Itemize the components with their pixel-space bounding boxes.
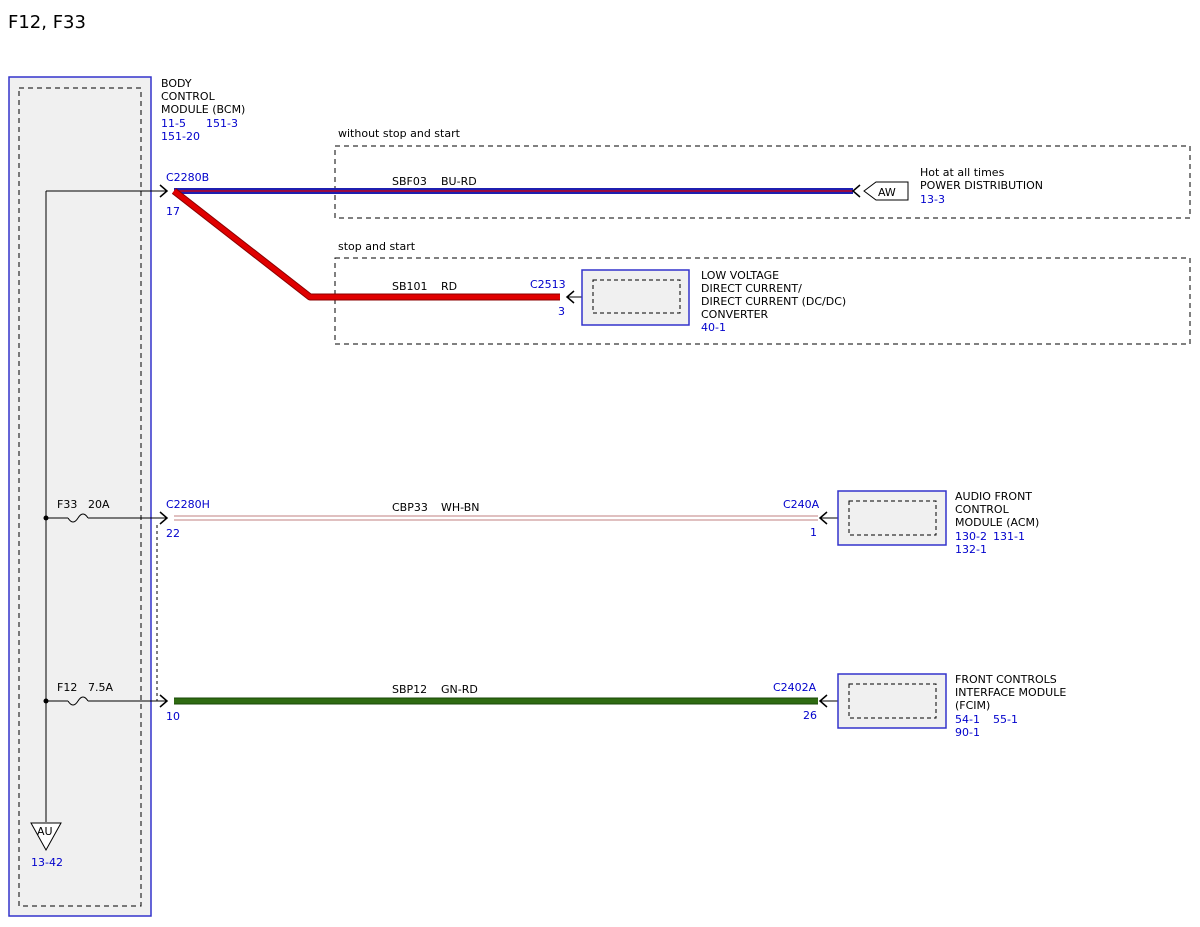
section-box-without-stop-start xyxy=(334,145,1191,219)
c2280-pin-10: 10 xyxy=(166,710,180,723)
section-box-stop-start xyxy=(334,257,1191,345)
sbp12-circuit-label: SBP12 xyxy=(392,683,427,696)
connector-arrow-icon xyxy=(159,184,169,198)
c2280h-pin: 22 xyxy=(166,527,180,540)
aw-desc-line: POWER DISTRIBUTION xyxy=(920,179,1043,192)
fcim-ref[interactable]: 90-1 xyxy=(955,726,980,739)
acm-internal-boundary xyxy=(848,500,937,536)
sb101-color-label: RD xyxy=(441,280,457,293)
c240a-pin: 1 xyxy=(810,526,817,539)
c2513-connector-label[interactable]: C2513 xyxy=(530,278,566,291)
au-badge: AU xyxy=(37,825,53,838)
dcdc-internal-boundary xyxy=(592,279,681,314)
fuse-f12-label: F12 xyxy=(57,681,77,694)
bcm-ref[interactable]: 151-20 xyxy=(161,130,200,143)
bcm-ref[interactable]: 151-3 xyxy=(206,117,238,130)
bcm-name-line: MODULE (BCM) xyxy=(161,103,245,116)
fcim-name-line: FRONT CONTROLS xyxy=(955,673,1057,686)
fuse-f12-rating: 7.5A xyxy=(88,681,113,694)
bcm-label: BODY CONTROL MODULE (BCM) 11-5 151-3 151… xyxy=(161,77,245,143)
dcdc-module-box xyxy=(581,269,690,326)
dcdc-name-line: DIRECT CURRENT (DC/DC) xyxy=(701,295,846,308)
aw-badge: AW xyxy=(878,186,896,199)
fcim-internal-boundary xyxy=(848,683,937,719)
sbf03-color-label: BU-RD xyxy=(441,175,477,188)
cbp33-color-label: WH-BN xyxy=(441,501,480,514)
acm-name-line: MODULE (ACM) xyxy=(955,516,1039,529)
bcm-name-line: CONTROL xyxy=(161,90,216,103)
c2280b-pin: 17 xyxy=(166,205,180,218)
splice-dot xyxy=(43,698,49,704)
connector-arrow-icon xyxy=(159,511,169,525)
bcm-name-line: BODY xyxy=(161,77,192,90)
fcim-name-line: INTERFACE MODULE xyxy=(955,686,1066,699)
connector-arrow-icon xyxy=(851,184,861,198)
dcdc-name-line: DIRECT CURRENT/ xyxy=(701,282,802,295)
au-ground-icon xyxy=(30,822,62,852)
c2280h-connector-label[interactable]: C2280H xyxy=(166,498,210,511)
bcm-ref[interactable]: 11-5 xyxy=(161,117,186,130)
fuse-f12-icon xyxy=(67,696,89,706)
acm-name-line: AUDIO FRONT xyxy=(955,490,1032,503)
fuse-f33-rating: 20A xyxy=(88,498,110,511)
dcdc-name-line: CONVERTER xyxy=(701,308,769,321)
sb101-circuit-label: SB101 xyxy=(392,280,428,293)
splice-dot xyxy=(43,515,49,521)
bcm-module-box xyxy=(8,76,152,917)
c2402a-connector-label[interactable]: C2402A xyxy=(773,681,817,694)
c2280b-connector-label[interactable]: C2280B xyxy=(166,171,209,184)
aw-badge-icon xyxy=(863,181,909,201)
fuse-f33-label: F33 xyxy=(57,498,77,511)
au-ref[interactable]: 13-42 xyxy=(31,856,63,869)
c2402a-pin: 26 xyxy=(803,709,817,722)
fuse-f33-icon xyxy=(67,513,89,523)
fcim-ref[interactable]: 55-1 xyxy=(993,713,1018,726)
connector-arrow-icon xyxy=(159,694,169,708)
c2513-pin: 3 xyxy=(558,305,565,318)
fcim-ref[interactable]: 54-1 xyxy=(955,713,980,726)
sbp12-color-label: GN-RD xyxy=(441,683,478,696)
page-title: F12, F33 xyxy=(8,12,86,33)
acm-ref[interactable]: 130-2 xyxy=(955,530,987,543)
aw-ref[interactable]: 13-3 xyxy=(920,193,945,206)
sbf03-circuit-label: SBF03 xyxy=(392,175,427,188)
acm-ref[interactable]: 132-1 xyxy=(955,543,987,556)
wire-sb101 xyxy=(172,189,560,300)
acm-ref[interactable]: 131-1 xyxy=(993,530,1025,543)
section-label-without-stop-start: without stop and start xyxy=(338,127,461,140)
acm-module-box xyxy=(837,490,947,546)
fcim-name-line: (FCIM) xyxy=(955,699,990,712)
dcdc-ref[interactable]: 40-1 xyxy=(701,321,726,334)
cbp33-circuit-label: CBP33 xyxy=(392,501,428,514)
aw-desc-line: Hot at all times xyxy=(920,166,1005,179)
section-label-stop-start: stop and start xyxy=(338,240,416,253)
c240a-connector-label[interactable]: C240A xyxy=(783,498,820,511)
acm-name-line: CONTROL xyxy=(955,503,1010,516)
dcdc-name-line: LOW VOLTAGE xyxy=(701,269,779,282)
fcim-module-box xyxy=(837,673,947,729)
bcm-internal-boundary xyxy=(18,87,142,907)
